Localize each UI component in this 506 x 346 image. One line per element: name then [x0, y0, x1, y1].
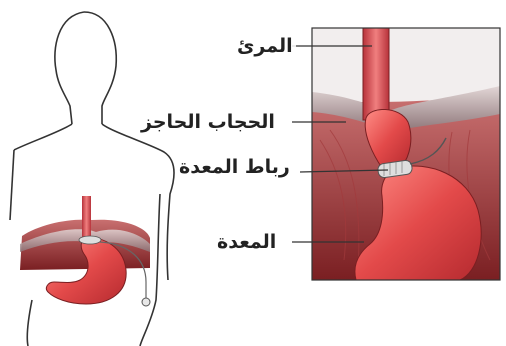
left-waist-outline [27, 300, 32, 346]
stomach-label: المعدة [214, 232, 279, 253]
gastric-band-label: رباط المعدة [176, 157, 293, 178]
small-gastric-band [79, 236, 101, 244]
small-torso-anatomy [20, 196, 150, 306]
right-waist-outline [140, 194, 160, 346]
left-shoulder-outline [14, 124, 72, 150]
head-outline [55, 12, 84, 124]
left-arm-outline [10, 150, 14, 220]
head-outline-right [84, 12, 116, 124]
esophagus-label: المرئ [234, 36, 296, 57]
small-access-port [142, 298, 150, 306]
esophagus-tube [363, 28, 389, 120]
diaphragm-label: الحجاب الحاجز [138, 112, 278, 133]
small-esophagus [82, 196, 91, 238]
